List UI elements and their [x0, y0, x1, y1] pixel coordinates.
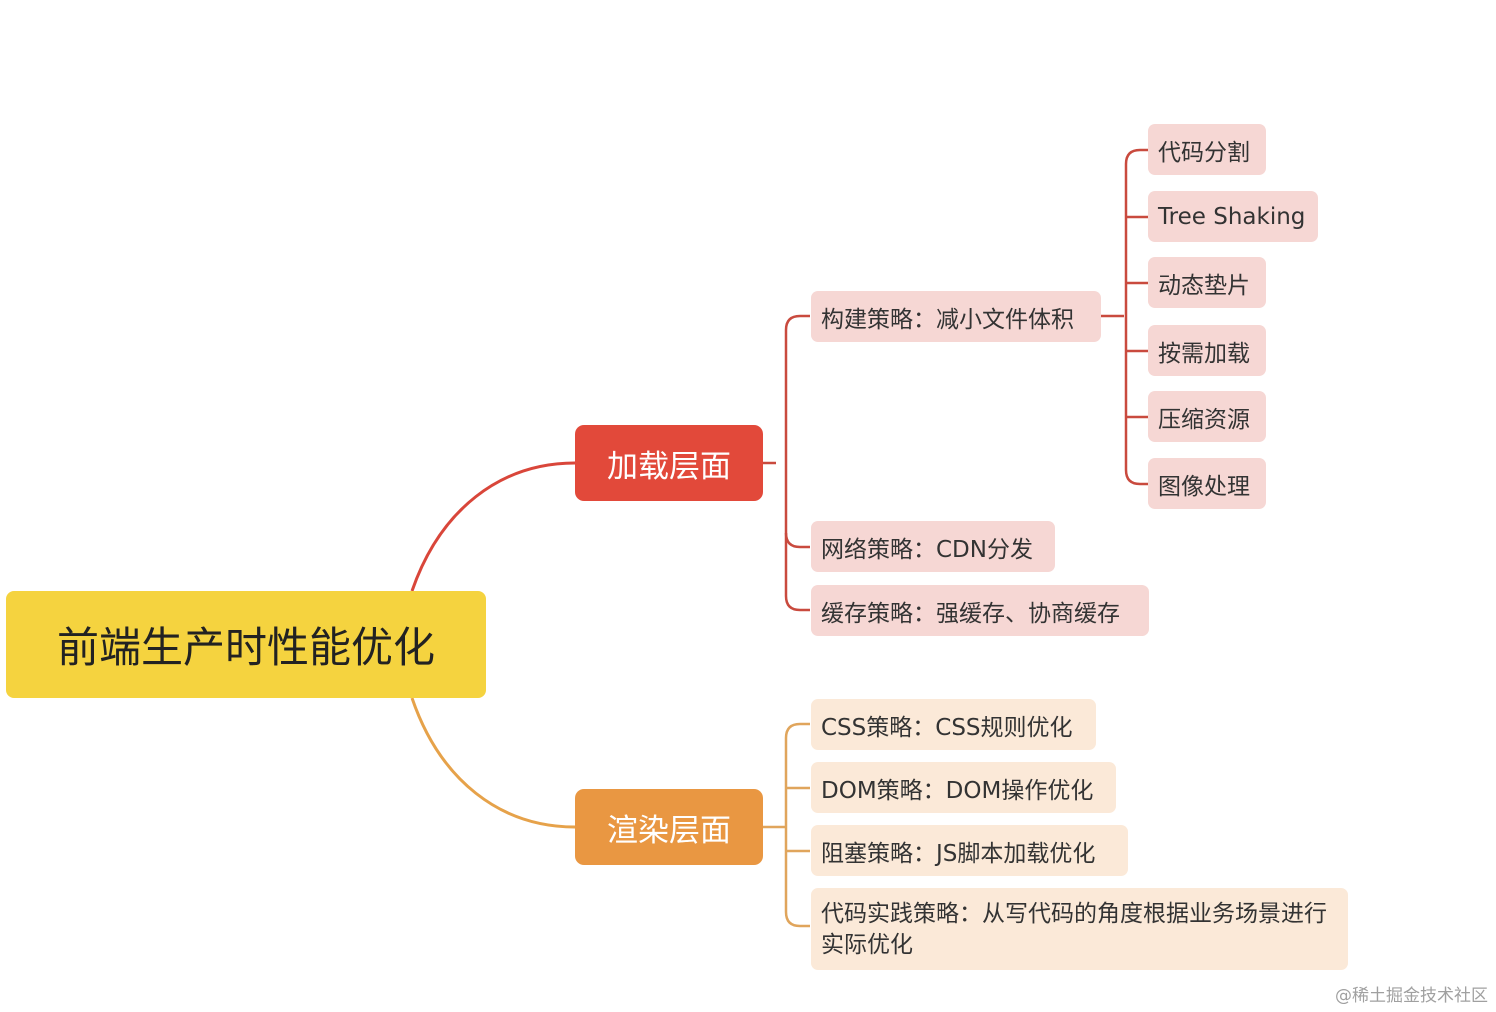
root-node: 前端生产时性能优化 — [6, 591, 486, 698]
root-label: 前端生产时性能优化 — [56, 623, 435, 672]
network-strategy-label: 网络策略：CDN分发 — [821, 536, 1033, 563]
node-blocking-strategy: 阻塞策略：JS脚本加载优化 — [811, 825, 1128, 876]
tree-shaking-label: Tree Shaking — [1158, 203, 1306, 230]
image-processing-label: 图像处理 — [1158, 473, 1250, 500]
compress-resources-label: 压缩资源 — [1158, 406, 1250, 433]
node-code-practice-strategy: 代码实践策略：从写代码的角度根据业务场景进行实际优化 — [811, 888, 1348, 970]
cache-strategy-label: 缓存策略：强缓存、协商缓存 — [821, 600, 1120, 627]
node-code-splitting: 代码分割 — [1148, 124, 1266, 175]
node-cache-strategy: 缓存策略：强缓存、协商缓存 — [811, 585, 1149, 636]
node-build-strategy: 构建策略：减小文件体积 — [811, 291, 1101, 342]
node-image-processing: 图像处理 — [1148, 458, 1266, 509]
branch-node-render: 渲染层面 — [575, 789, 763, 865]
code-practice-strategy-label: 代码实践策略：从写代码的角度根据业务场景进行实际优化 — [821, 901, 1327, 958]
node-css-strategy: CSS策略：CSS规则优化 — [811, 699, 1096, 750]
code-splitting-label: 代码分割 — [1158, 139, 1250, 166]
node-compress-resources: 压缩资源 — [1148, 391, 1266, 442]
node-tree-shaking: Tree Shaking — [1148, 191, 1318, 242]
watermark: @稀土掘金技术社区 — [1335, 986, 1488, 1006]
on-demand-loading-label: 按需加载 — [1158, 340, 1250, 367]
edge-load-vertical — [784, 314, 801, 612]
edge-build-vertical — [1124, 148, 1141, 486]
blocking-strategy-label: 阻塞策略：JS脚本加载优化 — [821, 840, 1096, 867]
node-dom-strategy: DOM策略：DOM操作优化 — [811, 762, 1116, 813]
css-strategy-label: CSS策略：CSS规则优化 — [821, 714, 1073, 741]
build-strategy-label: 构建策略：减小文件体积 — [821, 306, 1074, 333]
edge-render-vertical — [784, 722, 801, 928]
edge-root-render — [410, 697, 576, 829]
dom-strategy-label: DOM策略：DOM操作优化 — [821, 777, 1094, 804]
branch-label-render: 渲染层面 — [607, 812, 731, 849]
node-network-strategy: 网络策略：CDN分发 — [811, 521, 1055, 572]
node-dynamic-polyfill: 动态垫片 — [1148, 257, 1266, 308]
edge-load-network — [784, 532, 810, 549]
branch-node-load: 加载层面 — [575, 425, 763, 501]
branch-label-load: 加载层面 — [607, 448, 731, 485]
dynamic-polyfill-label: 动态垫片 — [1158, 272, 1250, 299]
node-on-demand-loading: 按需加载 — [1148, 325, 1266, 376]
edge-root-load — [410, 461, 576, 592]
